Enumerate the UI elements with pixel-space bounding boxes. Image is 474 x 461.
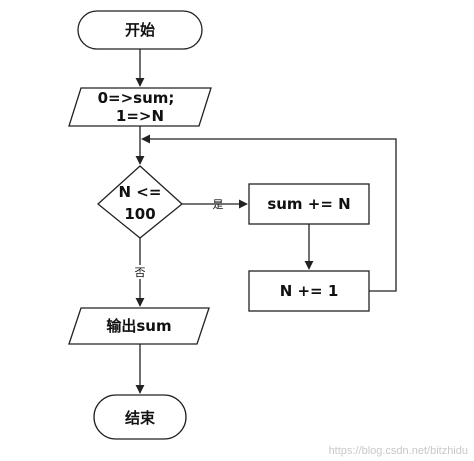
watermark-text: https://blog.csdn.net/bitzhidu [328,445,468,457]
init-line-2: 1=>N [116,107,164,125]
end-node: 结束 [93,394,187,440]
decision-line-2: 100 [124,205,155,223]
connector-loop-back [141,134,397,292]
output-label: 输出sum [106,317,171,335]
start-label: 开始 [125,21,155,39]
no-label: 否 [135,266,146,279]
yes-label: 是 [213,198,224,211]
init-node: 0=>sum; 1=>N [68,87,212,127]
end-label: 结束 [125,409,156,427]
decision-node: N <= 100 [97,165,183,239]
increment-step-label: N += 1 [280,282,339,300]
add-step-label: sum += N [267,195,350,213]
add-step-node: sum += N [248,183,370,225]
decision-line-1: N <= [119,183,162,201]
no-label-bg [131,265,149,279]
output-node: 输出sum [68,307,210,345]
init-line-1: 0=>sum; [98,89,175,107]
start-node: 开始 [77,10,203,50]
increment-step-node: N += 1 [248,270,370,312]
